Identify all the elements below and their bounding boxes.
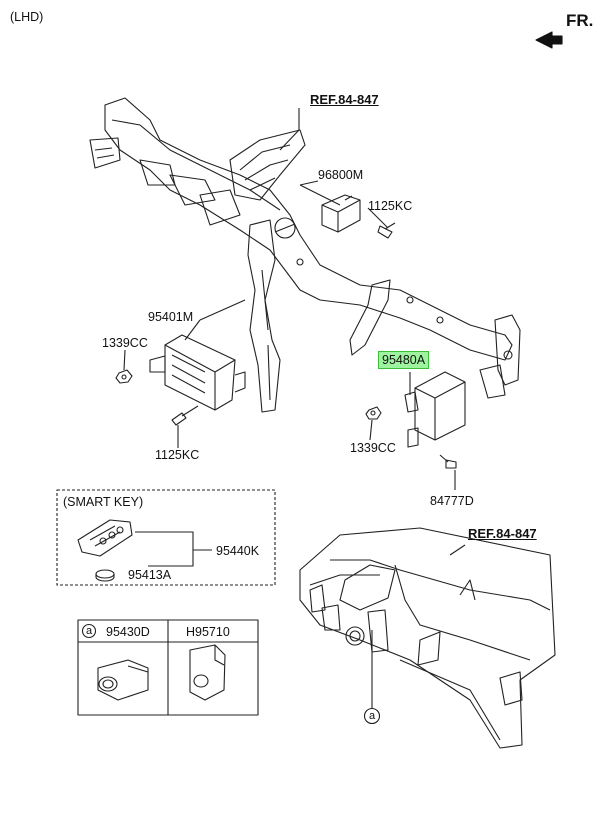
leader-ref-bottom	[449, 544, 466, 556]
dashboard-panel-drawing	[299, 527, 556, 749]
part-label-96800M: 96800M	[318, 168, 364, 182]
leader-96800M	[299, 180, 319, 186]
ref-label-bottom: REF.84-847	[468, 526, 537, 541]
leader-95401M	[199, 299, 246, 321]
leader-1339CC-left	[123, 349, 126, 371]
battery-95413A-drawing	[95, 569, 115, 579]
nut-1339CC-right-drawing	[365, 406, 382, 420]
front-direction-label: FR.	[566, 11, 594, 30]
table-header-95430D: 95430D	[106, 625, 150, 639]
leader-ref-top	[279, 108, 300, 151]
start-button-drawing	[97, 659, 149, 701]
variant-label: (LHD)	[10, 10, 44, 24]
part-label-1125KC-top: 1125KC	[368, 199, 413, 213]
part-label-1125KC-bottom: 1125KC	[155, 448, 200, 462]
part-label-95413A: 95413A	[128, 568, 172, 582]
callout-marker-letter: a	[369, 710, 376, 722]
screw-1125KC-bottom-drawing	[171, 405, 199, 426]
module-96800M-drawing	[321, 194, 361, 233]
smart-key-box	[56, 489, 276, 586]
part-label-95401M: 95401M	[148, 310, 194, 324]
part-label-1339CC-left: 1339CC	[102, 336, 148, 350]
smart-key-fob-drawing	[77, 519, 133, 557]
cowl-crossbar-frame	[89, 97, 521, 413]
leader-96800M-b	[299, 184, 341, 206]
part-label-1339CC-right: 1339CC	[350, 441, 396, 455]
callout-marker-circle	[363, 707, 381, 725]
module-95401M-drawing	[149, 334, 246, 411]
part-H95710-drawing	[189, 644, 226, 701]
leader-95401M-b	[184, 319, 201, 341]
table-marker-circle	[81, 623, 97, 639]
part-label-95440K: 95440K	[216, 544, 260, 558]
table-marker-letter: a	[86, 625, 93, 637]
nut-1339CC-left-drawing	[115, 369, 133, 384]
module-95480A-drawing	[404, 371, 466, 448]
screw-84777D-drawing	[439, 454, 457, 469]
part-label-84777D: 84777D	[430, 494, 474, 508]
table-header-H95710: H95710	[186, 625, 230, 639]
ref-label-top: REF.84-847	[310, 92, 379, 107]
leader-95440K	[135, 531, 212, 567]
leader-1339CC-right	[369, 419, 373, 441]
leader-1125KC-top	[367, 207, 389, 229]
front-arrow-icon	[535, 31, 563, 49]
part-label-95480A-highlighted[interactable]: 95480A	[378, 351, 430, 369]
smart-key-title: (SMART KEY)	[63, 495, 144, 509]
screw-1125KC-top-drawing	[377, 222, 396, 239]
